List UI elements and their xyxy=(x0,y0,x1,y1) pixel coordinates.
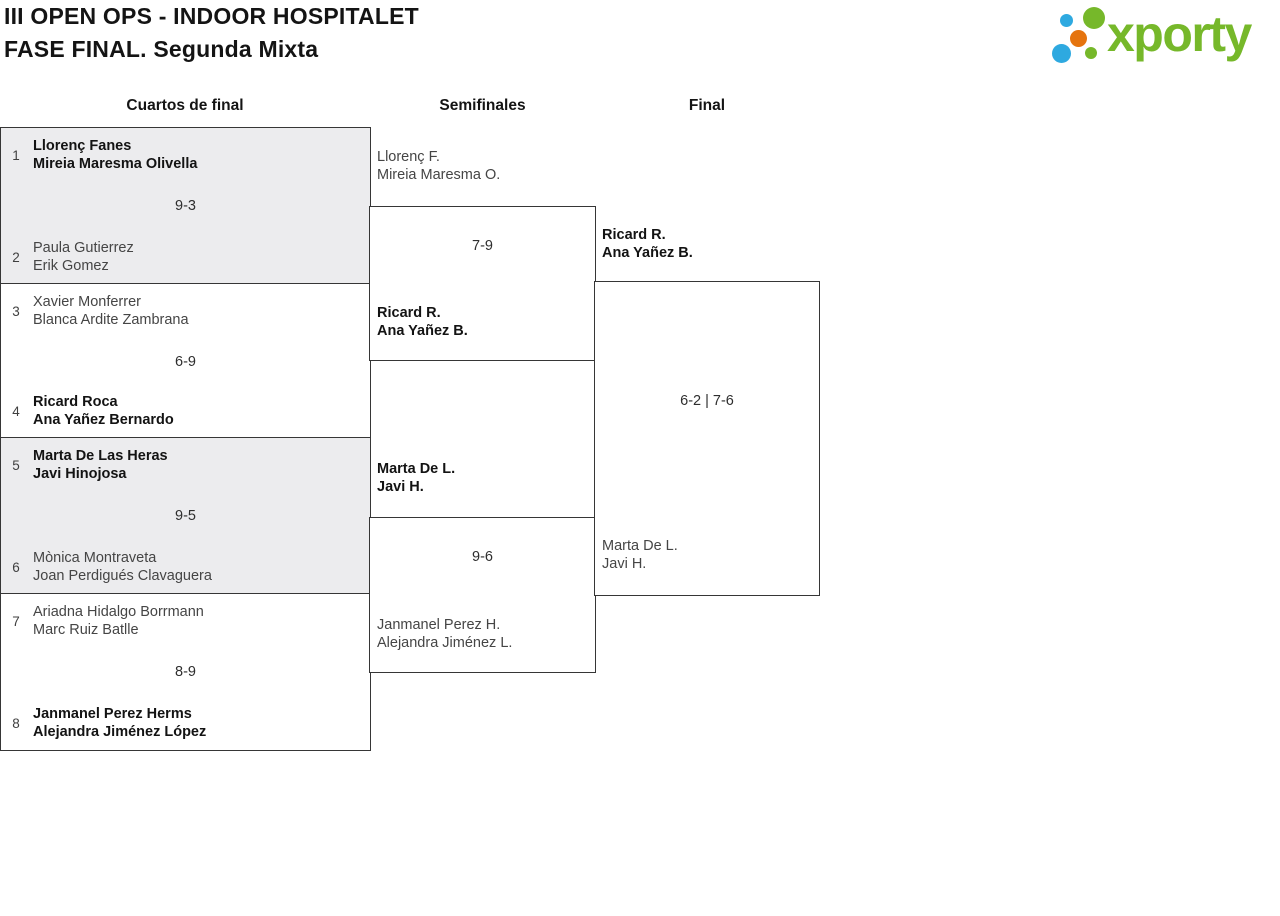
quarterfinal-match-4: 7 Ariadna Hidalgo Borrmann Marc Ruiz Bat… xyxy=(0,593,371,751)
team-slot: 7 Ariadna Hidalgo Borrmann Marc Ruiz Bat… xyxy=(10,603,362,639)
match-score: 9-6 xyxy=(472,549,493,565)
semifinal-1-bottom-team: Ricard R. Ana Yañez B. xyxy=(377,304,468,340)
round-header-final: Final xyxy=(688,97,726,114)
semifinal-2-top-team: Marta De L. Javi H. xyxy=(377,460,455,496)
seed-number: 5 xyxy=(12,457,20,473)
tournament-title: III OPEN OPS - INDOOR HOSPITALET xyxy=(4,3,419,29)
logo-dot-blue-small-icon xyxy=(1060,14,1073,27)
team-slot: 4 Ricard Roca Ana Yañez Bernardo xyxy=(10,393,362,429)
player-name: Alejandra Jiménez L. xyxy=(377,635,513,651)
player-name: Marta De L. xyxy=(377,461,456,477)
player-name: Ana Yañez B. xyxy=(377,323,468,339)
player-name: Ricard R. xyxy=(377,305,441,321)
player-name: Janmanel Perez H. xyxy=(377,617,501,633)
logo-dot-green-small-icon xyxy=(1085,47,1097,59)
logo-dot-orange-icon xyxy=(1070,30,1087,47)
player-name: Xavier Monferrer xyxy=(33,294,141,310)
seed-number: 3 xyxy=(12,303,20,319)
player-name: Javi H. xyxy=(602,556,647,572)
player-name: Llorenç F. xyxy=(377,149,440,165)
match-score: 6-2 | 7-6 xyxy=(680,393,734,409)
round-header-quarterfinals: Cuartos de final xyxy=(126,97,244,114)
final-bottom-team: Marta De L. Javi H. xyxy=(602,537,678,573)
seed-number: 6 xyxy=(12,559,20,575)
seed-number: 1 xyxy=(12,147,20,163)
player-name: Alejandra Jiménez López xyxy=(33,724,207,740)
semifinal-match-1: 7-9 Ricard R. Ana Yañez B. xyxy=(369,206,596,361)
match-score: 8-9 xyxy=(175,664,196,680)
player-name: Ariadna Hidalgo Borrmann xyxy=(33,604,204,620)
team-slot: 5 Marta De Las Heras Javi Hinojosa xyxy=(10,447,362,483)
player-name: Ricard R. xyxy=(602,227,666,243)
round-header-semifinals: Semifinales xyxy=(439,97,526,114)
player-name: Marta De L. xyxy=(602,538,678,554)
final-top-team: Ricard R. Ana Yañez B. xyxy=(602,226,693,262)
player-name: Paula Gutierrez xyxy=(33,240,134,256)
semifinal-match-2: 9-6 Janmanel Perez H. Alejandra Jiménez … xyxy=(369,517,596,673)
player-name: Javi Hinojosa xyxy=(33,466,127,482)
semifinal-2-bottom-team: Janmanel Perez H. Alejandra Jiménez L. xyxy=(377,616,512,652)
seed-number: 2 xyxy=(12,249,20,265)
team-slot: 8 Janmanel Perez Herms Alejandra Jiménez… xyxy=(10,705,362,741)
match-score: 9-5 xyxy=(175,508,196,524)
player-name: Blanca Ardite Zambrana xyxy=(33,312,189,328)
team-slot: 2 Paula Gutierrez Erik Gomez xyxy=(10,239,362,275)
player-name: Janmanel Perez Herms xyxy=(33,706,192,722)
seed-number: 4 xyxy=(12,403,20,419)
player-name: Marta De Las Heras xyxy=(33,448,168,464)
seed-number: 7 xyxy=(12,613,20,629)
logo-wordmark: xporty xyxy=(1107,6,1252,62)
player-name: Joan Perdigués Clavaguera xyxy=(33,568,212,584)
player-name: Erik Gomez xyxy=(33,258,109,274)
player-name: Mireia Maresma Olivella xyxy=(33,156,198,172)
logo-dot-blue-large-icon xyxy=(1052,44,1071,63)
player-name: Ana Yañez Bernardo xyxy=(33,412,174,428)
match-score: 9-3 xyxy=(175,198,196,214)
phase-subtitle: FASE FINAL. Segunda Mixta xyxy=(4,36,319,62)
seed-number: 8 xyxy=(12,715,20,731)
player-name: Ana Yañez B. xyxy=(602,245,693,261)
player-name: Mònica Montraveta xyxy=(33,550,157,566)
match-score: 7-9 xyxy=(472,238,493,254)
logo-dot-green-large-icon xyxy=(1083,7,1105,29)
quarterfinal-match-1: 1 Llorenç Fanes Mireia Maresma Olivella … xyxy=(0,127,371,285)
quarterfinal-match-2: 3 Xavier Monferrer Blanca Ardite Zambran… xyxy=(0,283,371,439)
team-slot: 3 Xavier Monferrer Blanca Ardite Zambran… xyxy=(10,293,362,329)
xporty-logo[interactable]: xporty xyxy=(1048,0,1280,78)
semifinal-1-top-team: Llorenç F. Mireia Maresma O. xyxy=(377,148,500,184)
player-name: Llorenç Fanes xyxy=(33,138,132,154)
final-match: 6-2 | 7-6 Marta De L. Javi H. xyxy=(594,281,820,596)
quarterfinal-match-3: 5 Marta De Las Heras Javi Hinojosa 9-5 6… xyxy=(0,437,371,595)
player-name: Ricard Roca xyxy=(33,394,118,410)
team-slot: 1 Llorenç Fanes Mireia Maresma Olivella xyxy=(10,137,362,173)
team-slot: 6 Mònica Montraveta Joan Perdigués Clava… xyxy=(10,549,362,585)
player-name: Mireia Maresma O. xyxy=(377,167,501,183)
match-score: 6-9 xyxy=(175,354,196,370)
player-name: Marc Ruiz Batlle xyxy=(33,622,139,638)
player-name: Javi H. xyxy=(377,479,424,495)
